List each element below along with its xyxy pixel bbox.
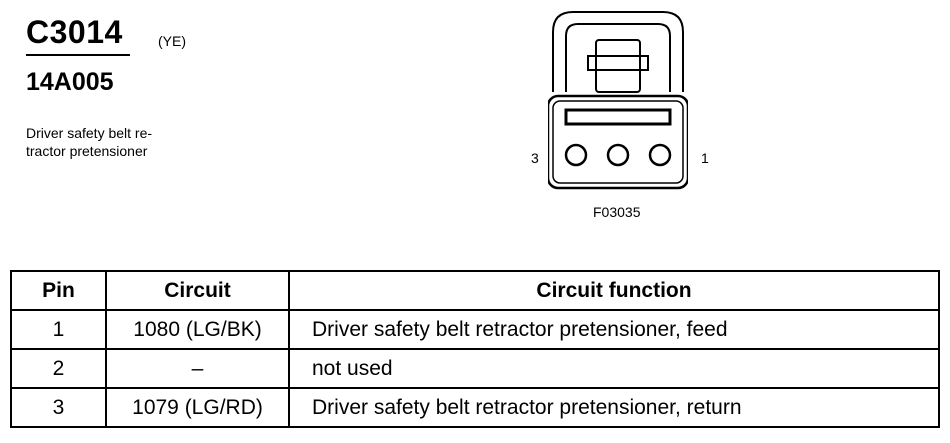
function-cell: Driver safety belt retractor pretensione… [288,309,940,350]
locking-slot [564,108,672,126]
table-row: 2 – not used [10,348,940,389]
table-row: 3 1079 (LG/RD) Driver safety belt retrac… [10,387,940,428]
function-cell: not used [288,348,940,389]
pin-label-1: 1 [701,150,709,166]
pinout-table: Pin Circuit Circuit function 1 1080 (LG/… [10,270,940,428]
function-cell: Driver safety belt retractor pretensione… [288,387,940,428]
connector-description: Driver safety belt re- tractor pretensio… [26,124,152,160]
pin-cavity-2 [606,143,630,167]
title-underline [26,54,130,56]
pin-label-3: 3 [531,150,539,166]
table-header-row: Pin Circuit Circuit function [10,270,940,311]
circuit-cell: 1080 (LG/BK) [105,309,290,350]
pin-cavity-3 [564,143,588,167]
description-line-2: tractor pretensioner [26,143,148,159]
latch-tab-shoulder [587,55,649,71]
pin-cell: 2 [10,348,107,389]
connector-color: (YE) [158,33,186,49]
latch-housing-outer [552,11,684,92]
connector-face-drawing [548,11,688,190]
latch-tab [595,39,641,93]
connector-body-inner [552,100,684,184]
circuit-cell: – [105,348,290,389]
pin-cell: 3 [10,387,107,428]
figure-id: F03035 [593,204,641,220]
header-circuit-function: Circuit function [288,270,940,311]
latch-housing-inner [565,23,671,92]
part-number: 14A005 [26,68,114,96]
connector-id: C3014 [26,14,123,50]
header-circuit: Circuit [105,270,290,311]
description-line-1: Driver safety belt re- [26,125,153,141]
header-pin: Pin [10,270,107,311]
circuit-cell: 1079 (LG/RD) [105,387,290,428]
connector-body [548,94,688,190]
table-row: 1 1080 (LG/BK) Driver safety belt retrac… [10,309,940,350]
pin-cavity-1 [648,143,672,167]
pin-cell: 1 [10,309,107,350]
